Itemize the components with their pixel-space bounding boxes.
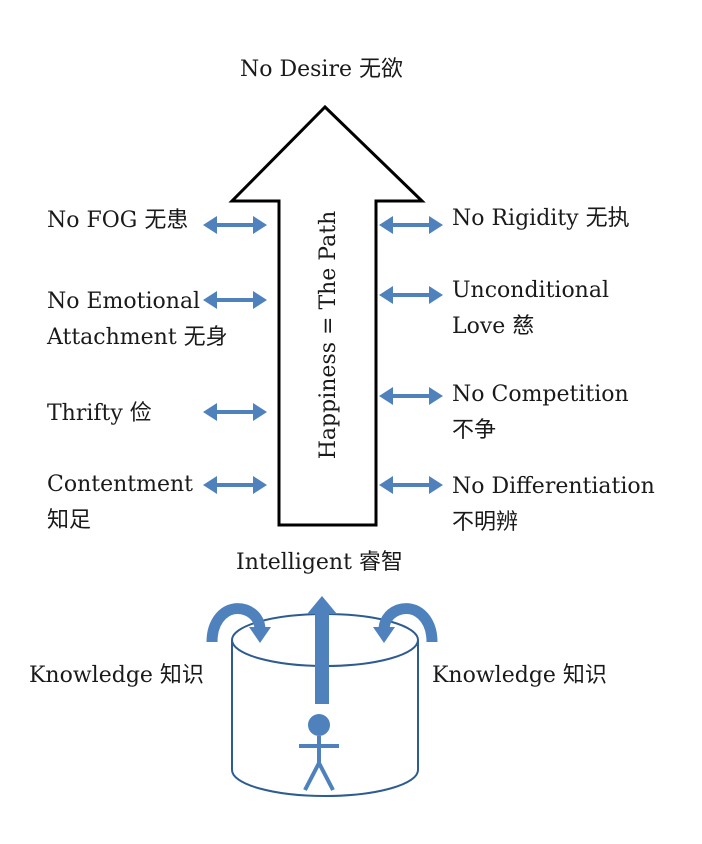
knowledge-label-right: Knowledge 知识	[432, 663, 607, 688]
left-double-arrow-3	[203, 403, 267, 421]
left-double-arrow-2	[203, 291, 267, 309]
right-double-arrow-4	[379, 476, 443, 494]
knowledge-label-left: Knowledge 知识	[29, 663, 204, 688]
right-double-arrow-1	[379, 216, 443, 234]
right-label-1: No Rigidity 无执	[452, 206, 630, 231]
right-double-arrow-2	[379, 286, 443, 304]
right-label-3: No Competition 不争	[452, 382, 629, 443]
intelligent-label: Intelligent 睿智	[236, 550, 403, 575]
left-label-1: No FOG 无患	[47, 208, 189, 233]
left-double-arrow-1	[203, 216, 267, 234]
left-label-4: Contentment 知足	[47, 472, 194, 533]
knowledge-curved-arrow-left	[206, 603, 271, 643]
person-icon	[299, 714, 339, 791]
intelligent-up-arrow	[307, 596, 337, 704]
right-label-2: Unconditional Love 慈	[452, 278, 610, 339]
top-label-no-desire: No Desire 无欲	[240, 57, 404, 82]
left-double-arrow-4	[203, 476, 267, 494]
right-double-arrow-3	[379, 387, 443, 405]
happiness-arrow-label: Happiness = The Path	[316, 211, 341, 460]
left-label-2: No Emotional Attachment 无身	[47, 289, 228, 350]
happiness-arrow	[228, 104, 426, 527]
right-label-4: No Differentiation 不明辨	[452, 474, 655, 535]
left-label-3: Thrifty 俭	[47, 401, 152, 426]
knowledge-curved-arrow-right	[373, 603, 438, 643]
